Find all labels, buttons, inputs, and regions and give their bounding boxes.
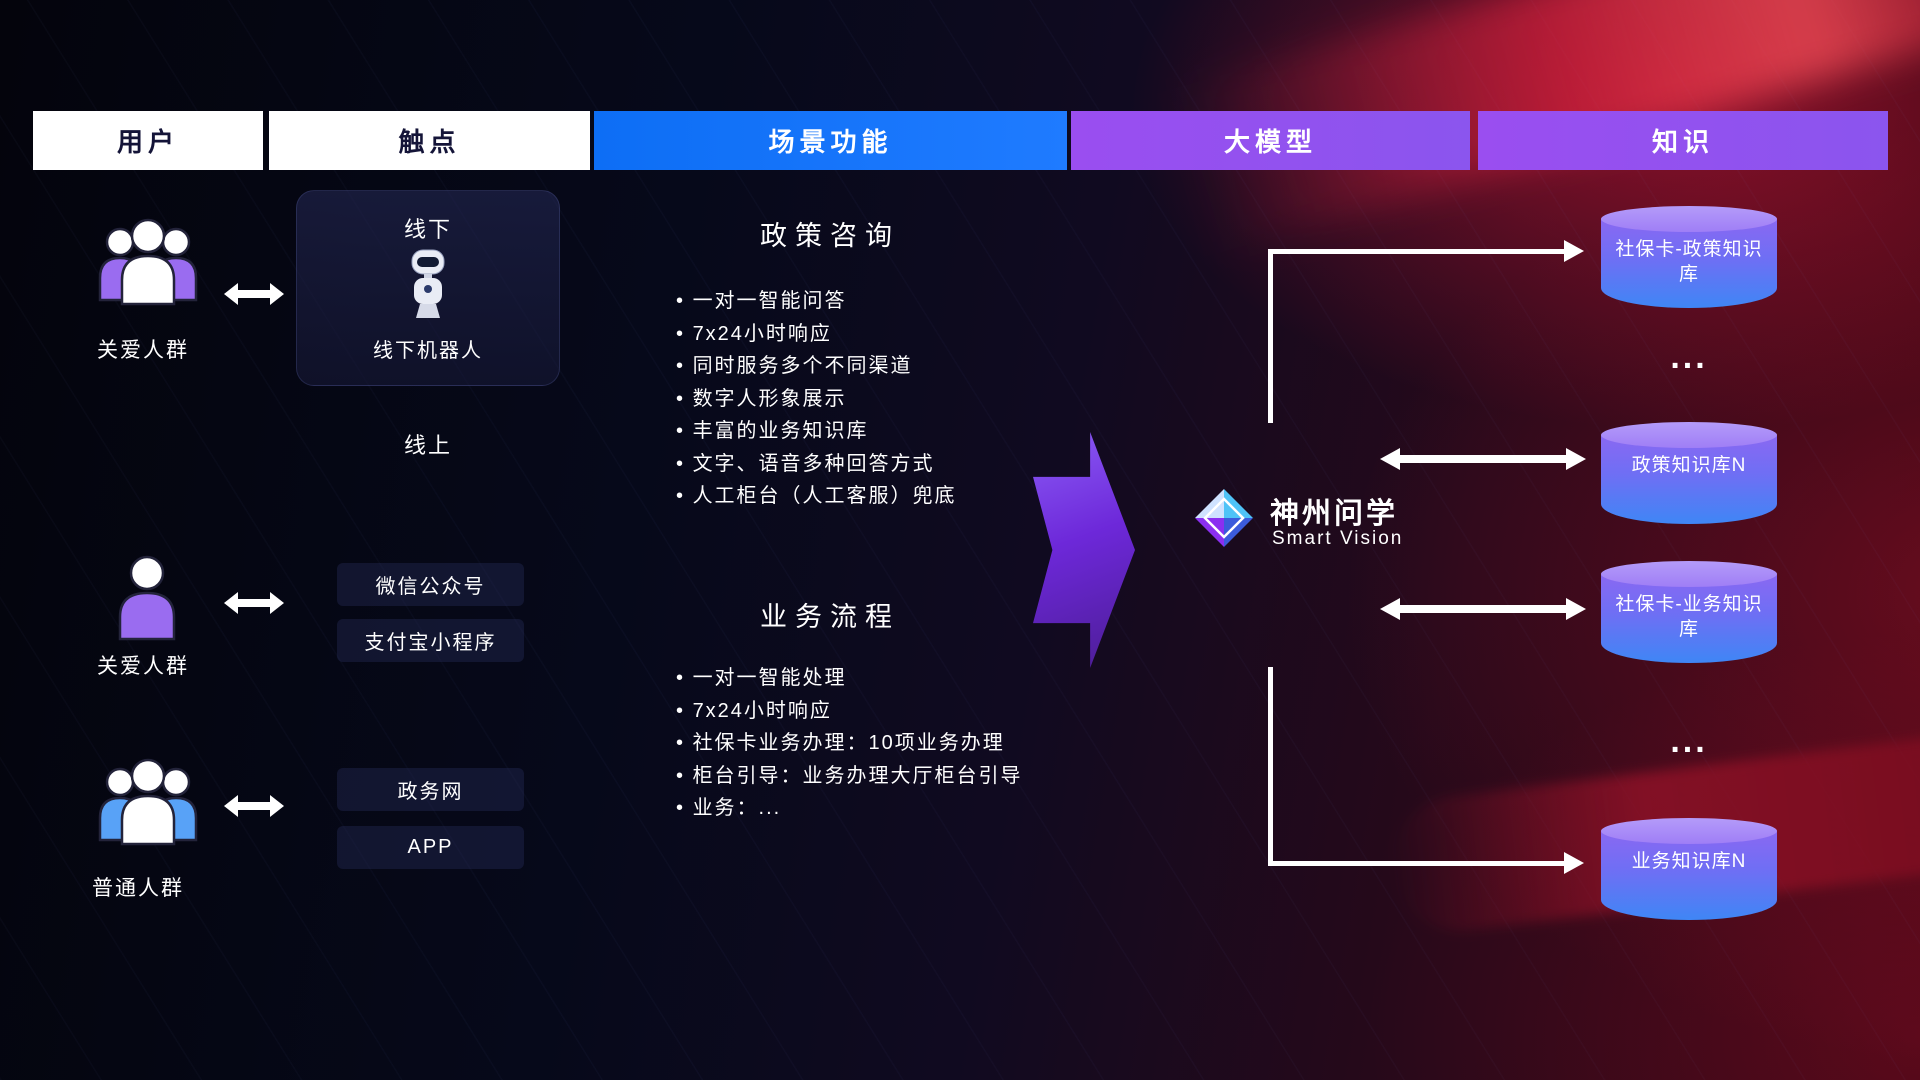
cylinder-top bbox=[1601, 206, 1777, 232]
double-arrow-icon bbox=[224, 283, 284, 305]
smart-vision-logo-icon bbox=[1195, 489, 1253, 547]
elbow-arrow-down-horizontal bbox=[1268, 861, 1564, 866]
column-header-scenario: 场景功能 bbox=[594, 111, 1067, 170]
cylinder-body bbox=[1601, 831, 1777, 920]
scenario-title-business: 业务流程 bbox=[760, 602, 900, 632]
touchpoint-app: APP bbox=[337, 826, 524, 869]
cylinder-label: 社保卡-政策知识库 bbox=[1615, 239, 1763, 285]
double-arrow-icon bbox=[224, 592, 284, 614]
cylinder-label: 业务知识库N bbox=[1631, 851, 1747, 872]
elbow-arrow-down bbox=[1268, 667, 1273, 866]
robot-icon bbox=[411, 249, 445, 318]
flow-arrow-right-icon bbox=[1033, 432, 1135, 668]
column-header-touchpoint: 触点 bbox=[269, 111, 590, 170]
bullet-item: 柜台引导：业务办理大厅柜台引导 bbox=[676, 765, 1023, 787]
cylinder-top bbox=[1601, 561, 1777, 587]
arrowhead-icon bbox=[1564, 852, 1584, 874]
touchpoint-wechat: 微信公众号 bbox=[337, 563, 524, 606]
arrowhead-icon bbox=[1564, 240, 1584, 262]
database-cylinder-policy-sscard: 社保卡-政策知识库 bbox=[1601, 206, 1777, 308]
cylinder-top bbox=[1601, 818, 1777, 844]
user-label-ordinary-group: 普通人群 bbox=[92, 877, 184, 900]
touchpoint-gov-web: 政务网 bbox=[337, 768, 524, 811]
cylinder-label: 政策知识库N bbox=[1631, 455, 1747, 476]
bullet-item: 文字、语音多种回答方式 bbox=[676, 453, 957, 475]
database-cylinder-business-n: 业务知识库N bbox=[1601, 818, 1777, 920]
cylinder-top bbox=[1601, 422, 1777, 448]
bullet-item: 业务：... bbox=[676, 797, 1023, 819]
touchpoint-alipay: 支付宝小程序 bbox=[337, 619, 524, 662]
user-person-purple-icon bbox=[118, 555, 176, 641]
bullet-item: 数字人形象展示 bbox=[676, 388, 957, 410]
column-header-user: 用户 bbox=[33, 111, 263, 170]
cylinder-body bbox=[1601, 574, 1777, 663]
bullet-item: 一对一智能处理 bbox=[676, 667, 1023, 689]
database-cylinder-business-sscard: 社保卡-业务知识库 bbox=[1601, 561, 1777, 663]
bullet-item: 7x24小时响应 bbox=[676, 323, 957, 345]
bullet-item: 丰富的业务知识库 bbox=[676, 420, 957, 442]
user-group-purple-icon bbox=[98, 218, 198, 306]
cylinder-body bbox=[1601, 435, 1777, 524]
offline-title: 线下 bbox=[403, 217, 452, 242]
ellipsis-text: ... bbox=[1670, 338, 1708, 376]
bullet-item: 7x24小时响应 bbox=[676, 700, 1023, 722]
double-arrow-business-kb-icon bbox=[1380, 598, 1586, 620]
double-arrow-policy-kb-icon bbox=[1380, 448, 1586, 470]
user-label-care-group-1: 关爱人群 bbox=[97, 339, 189, 362]
cylinder-body bbox=[1601, 219, 1777, 308]
column-header-knowledge: 知识 bbox=[1478, 111, 1888, 170]
elbow-arrow-up-horizontal bbox=[1268, 249, 1564, 254]
bullet-item: 人工柜台（人工客服）兜底 bbox=[676, 485, 957, 507]
online-title: 线上 bbox=[403, 433, 452, 458]
bullet-item: 社保卡业务办理：10项业务办理 bbox=[676, 732, 1023, 754]
model-subtitle: Smart Vision bbox=[1272, 528, 1404, 549]
double-arrow-icon bbox=[224, 795, 284, 817]
column-header-model: 大模型 bbox=[1071, 111, 1470, 170]
offline-robot-label: 线下机器人 bbox=[373, 340, 483, 362]
scenario-title-policy: 政策咨询 bbox=[760, 221, 900, 251]
elbow-arrow-up bbox=[1268, 249, 1273, 423]
ellipsis-text: ... bbox=[1670, 722, 1708, 760]
bullet-item: 一对一智能问答 bbox=[676, 290, 957, 312]
user-group-blue-icon bbox=[98, 758, 198, 846]
policy-feature-list: 一对一智能问答 7x24小时响应 同时服务多个不同渠道 数字人形象展示 丰富的业… bbox=[676, 290, 957, 518]
model-name: 神州问学 bbox=[1270, 498, 1399, 530]
user-label-care-group-2: 关爱人群 bbox=[97, 655, 189, 678]
cylinder-label: 社保卡-业务知识库 bbox=[1615, 594, 1763, 640]
business-feature-list: 一对一智能处理 7x24小时响应 社保卡业务办理：10项业务办理 柜台引导：业务… bbox=[676, 667, 1023, 830]
bullet-item: 同时服务多个不同渠道 bbox=[676, 355, 957, 377]
database-cylinder-policy-n: 政策知识库N bbox=[1601, 422, 1777, 524]
